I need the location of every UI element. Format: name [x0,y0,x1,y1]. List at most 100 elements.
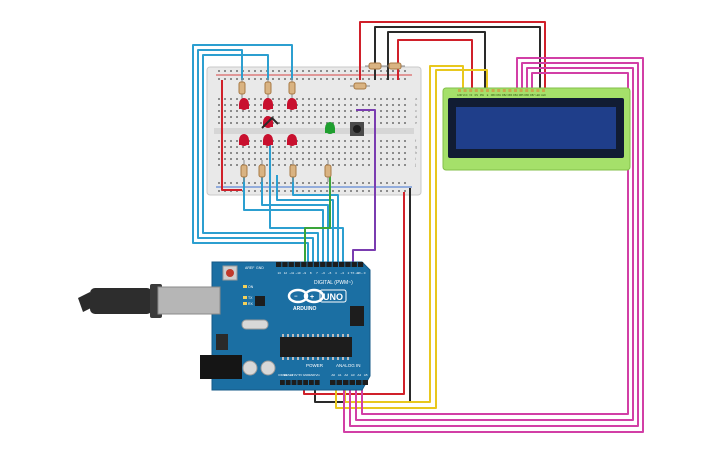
resistor[interactable] [238,78,246,100]
resistor[interactable] [240,160,248,182]
power-pin[interactable] [303,380,308,385]
analog-pin[interactable] [336,380,343,385]
red-led[interactable] [239,134,249,146]
lcd-pin-label: DB5 [519,94,524,97]
lcd-pin[interactable] [497,89,501,92]
red-led[interactable] [263,134,273,146]
power-pin[interactable] [291,380,297,385]
lcd-pin[interactable] [474,89,478,92]
green-led[interactable] [325,122,335,134]
resistor[interactable] [350,82,370,90]
wire-red-lcd-1[interactable] [359,21,546,90]
digital-pin[interactable] [313,262,320,267]
row-label-b: b [415,102,418,107]
digital-pin[interactable] [288,262,294,267]
red-led[interactable] [287,98,297,110]
model-label: UNO [323,292,343,302]
wire-magenta-4[interactable] [361,72,629,415]
analog-pin[interactable] [343,380,349,385]
on-label: ON [248,285,254,289]
analog-pin-label: A4 [357,373,361,377]
lcd-pin-label: GND [457,94,463,97]
digital-pin[interactable] [332,262,338,267]
digital-pin-label: ~6 [322,271,326,275]
digital-pin[interactable] [307,262,313,267]
lcd-pin-label: DB6 [524,94,529,97]
red-led[interactable] [239,98,249,110]
lcd-pin[interactable] [542,89,545,92]
microcontroller-chip [280,337,352,357]
wire-purple[interactable] [352,109,376,262]
lcd-pin[interactable] [536,89,540,92]
digital-pin[interactable] [282,262,288,267]
analog-pin-label: A3 [351,373,355,377]
digital-pin[interactable] [357,262,364,267]
jumper-wire [261,116,279,129]
breadboard-holes [218,70,406,192]
analog-pin[interactable] [362,380,369,385]
power-pin[interactable] [285,380,291,385]
row-label-e: e [415,120,418,125]
lcd-pin[interactable] [514,89,517,92]
reset-button[interactable] [226,269,234,277]
digital-pin[interactable] [294,262,301,267]
power-pin[interactable] [309,380,314,385]
lcd-pin[interactable] [458,89,461,92]
resistor[interactable] [385,62,405,70]
lcd-pin-label: DB3 [508,94,513,97]
wire-green[interactable] [304,170,331,262]
wires [192,21,644,433]
lcd-pin[interactable] [519,89,523,92]
resistor[interactable] [289,160,297,182]
wire-blue-2[interactable] [202,54,319,262]
analog-pin[interactable] [349,380,356,385]
lcd-pin[interactable] [469,89,473,92]
lcd-pin[interactable] [525,89,529,92]
digital-pin[interactable] [339,262,345,267]
capacitor [242,360,258,376]
wire-magenta-3[interactable] [355,67,634,421]
wire-yellow-2[interactable] [335,69,488,409]
wire-blue-4[interactable] [243,175,324,262]
digital-pin[interactable] [301,262,307,267]
lcd-pin[interactable] [530,89,534,92]
power-pin[interactable] [297,380,303,385]
wire-magenta-1[interactable] [343,57,644,433]
digital-pin-label: 8 [310,271,312,275]
resistor[interactable] [258,160,266,182]
analog-pin[interactable] [330,380,336,385]
resistor[interactable] [365,62,385,70]
wire-red-lcd-2[interactable] [397,39,473,90]
wire-magenta-2[interactable] [349,62,639,427]
wire-blue-6[interactable] [276,175,334,262]
wire-red-rail[interactable] [221,80,242,191]
digital-pin[interactable] [345,262,351,267]
lcd-pin[interactable] [508,89,512,92]
resistor[interactable] [324,160,332,182]
push-button[interactable] [350,122,364,136]
wire-blue-3[interactable] [192,44,309,262]
wire-blue-5[interactable] [261,175,329,262]
lcd-pin[interactable] [486,89,489,92]
lcd-pin-label: E [487,94,489,97]
aref-label: AREF [245,266,254,270]
digital-pin[interactable] [276,262,282,267]
red-led[interactable] [263,98,273,110]
lcd-pin[interactable] [491,89,495,92]
digital-pin-label: 12 [284,271,288,275]
resistor[interactable] [288,78,296,100]
power-pin[interactable] [280,380,285,385]
analog-pin[interactable] [356,380,362,385]
resistor[interactable] [264,78,272,100]
digital-pin[interactable] [326,262,332,267]
digital-pin[interactable] [320,262,326,267]
lcd-pin[interactable] [480,89,484,92]
lcd-pin[interactable] [502,89,506,92]
wire-black-lcd-2[interactable] [387,31,486,90]
red-led[interactable] [287,134,297,146]
lcd-pin[interactable] [463,89,467,92]
power-pin[interactable] [314,380,320,385]
digital-pin[interactable] [351,262,357,267]
